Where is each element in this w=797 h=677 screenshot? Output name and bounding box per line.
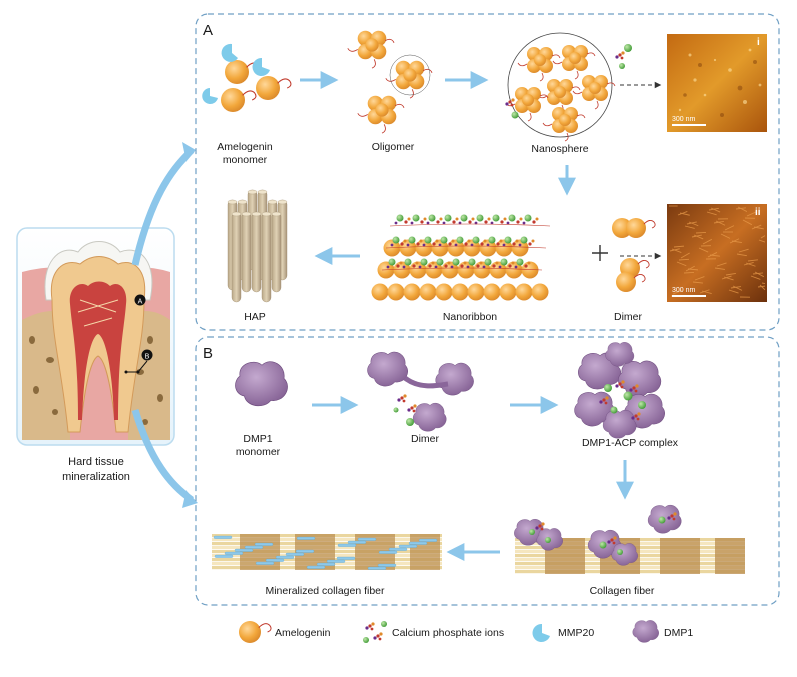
marker-b-label: B: [145, 354, 150, 361]
amelogenin-dimer-group: [612, 218, 655, 292]
oligomer-label: Oligomer: [372, 141, 415, 153]
amelogenin-monomer-group: [202, 44, 291, 112]
complex-label: DMP1-ACP complex: [582, 437, 679, 449]
tooth-title-line2: mineralization: [62, 471, 130, 483]
amelogenin-label-line2: monomer: [223, 154, 268, 166]
nanoribbon-group: [372, 215, 551, 301]
plus-sign: [592, 245, 608, 261]
oligomer-group: [348, 31, 432, 133]
tooth-title-line1: Hard tissue: [68, 456, 124, 468]
legend-amelogenin-icon: [239, 621, 271, 643]
afm-i-label: i: [757, 37, 760, 48]
amelogenin-label-line1: Amelogenin: [217, 141, 273, 153]
dmp1-acp-complex: [575, 342, 665, 438]
nanosphere-label: Nanosphere: [531, 143, 588, 155]
legend-mmp20-label: MMP20: [558, 627, 594, 639]
dmp1-dimer-group: [368, 352, 474, 431]
collagen-label: Collagen fiber: [590, 585, 655, 597]
hap-label: HAP: [244, 311, 266, 323]
panel-b-letter: B: [203, 345, 213, 362]
nanosphere-group: [505, 33, 632, 141]
legend-amelogenin-label: Amelogenin: [275, 627, 331, 639]
legend: Amelogenin Calcium phosphate ions MMP20 …: [239, 620, 693, 643]
dmp1-monomer: [235, 362, 287, 406]
marker-a-label: A: [138, 299, 143, 306]
afm-ii-scale: 300 nm: [672, 287, 696, 294]
panel-a-letter: A: [203, 22, 213, 39]
dmp1-label-line2: monomer: [236, 446, 281, 458]
legend-ions-icon: [363, 621, 387, 643]
legend-ions-label: Calcium phosphate ions: [392, 627, 504, 639]
legend-mmp20-icon: [533, 624, 550, 642]
hap-rods: [228, 190, 287, 302]
legend-dmp1-label: DMP1: [664, 627, 693, 639]
nanoribbon-label: Nanoribbon: [443, 311, 497, 323]
tooth-panel: A B: [17, 228, 174, 445]
dmp1-dimer-label: Dimer: [411, 433, 440, 445]
dimer-a-label: Dimer: [614, 311, 643, 323]
mineralized-label: Mineralized collagen fiber: [265, 585, 385, 597]
dmp1-label-line1: DMP1: [243, 433, 272, 445]
legend-dmp1-icon: [633, 620, 659, 642]
afm-i-scale: 300 nm: [672, 116, 696, 123]
mineralized-collagen-fiber: [212, 534, 442, 570]
afm-ii-label: ii: [755, 207, 761, 218]
